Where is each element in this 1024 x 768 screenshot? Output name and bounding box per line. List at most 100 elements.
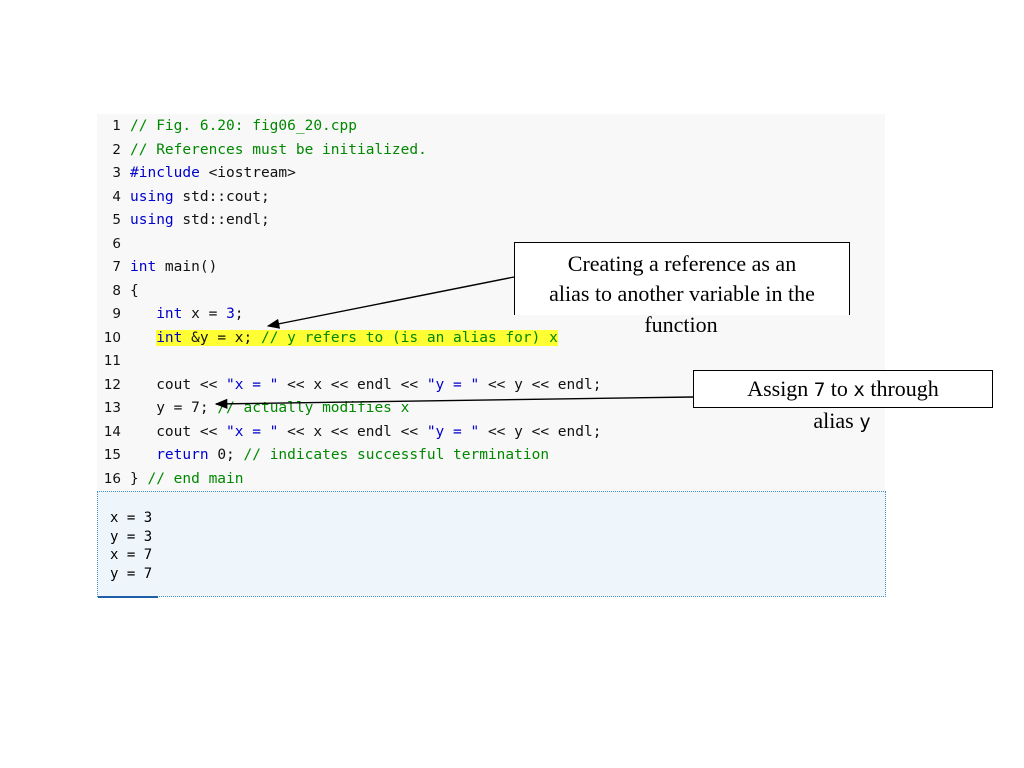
- code-token: {: [130, 282, 139, 299]
- line-number: 13: [103, 400, 121, 416]
- code-text: int &y = x; // y refers to (is an alias …: [130, 327, 558, 351]
- code-line: 8{: [97, 280, 885, 304]
- code-token: // References must be initialized.: [130, 141, 427, 158]
- line-number: 15: [103, 447, 121, 463]
- code-token: std::cout;: [173, 188, 270, 205]
- code-text: using std::endl;: [130, 209, 270, 233]
- output-line: y = 3: [110, 528, 153, 545]
- code-token: // indicates successful termination: [243, 447, 550, 463]
- line-number: 6: [112, 235, 121, 252]
- line-number: 9: [112, 306, 121, 322]
- assign-alias: y: [859, 411, 871, 433]
- code-token: cout <<: [130, 423, 227, 440]
- line-number: 14: [103, 423, 121, 440]
- code-line: 3 #include <iostream>: [97, 162, 885, 186]
- line-number: 8: [112, 282, 121, 299]
- line-number: 5: [112, 212, 121, 228]
- code-text: // Fig. 6.20: fig06_20.cpp: [130, 115, 357, 139]
- code-token: 3: [226, 306, 235, 322]
- code-token: "y = ": [426, 423, 480, 440]
- code-token: << x << endl <<: [278, 423, 427, 440]
- code-line: 11: [97, 350, 885, 374]
- code-line: 6: [97, 233, 885, 257]
- code-text: cout << "x = " << x << endl << "y = " <<…: [130, 374, 601, 398]
- code-token: }: [130, 470, 148, 487]
- code-token: [130, 447, 156, 463]
- assign-text: Assign: [747, 376, 814, 401]
- reference-callout-line: alias to another variable in the: [549, 281, 815, 306]
- code-text: using std::cout;: [130, 186, 270, 210]
- code-token: ;: [234, 306, 244, 322]
- code-token: main(): [156, 259, 218, 275]
- code-line: 4 using std::cout;: [97, 186, 885, 210]
- assign-text: to: [825, 376, 854, 401]
- code-token: << y << endl;: [479, 423, 602, 440]
- code-token: 0;: [208, 447, 244, 463]
- reference-callout: Creating a reference as an alias to anot…: [514, 242, 850, 315]
- code-token: [130, 306, 156, 322]
- code-line: 9 int x = 3;: [97, 303, 885, 327]
- assign-callout: Assign 7 to x through: [693, 370, 993, 408]
- code-token: using: [130, 212, 174, 228]
- code-token: int: [156, 329, 183, 346]
- program-output: x = 3 y = 3 x = 7 y = 7: [97, 491, 886, 598]
- reference-callout-line-3: function: [644, 312, 718, 337]
- code-token: // end main: [147, 470, 244, 487]
- code-token: &y = x;: [182, 329, 261, 346]
- line-number: 11: [103, 353, 121, 369]
- line-number: 7: [112, 259, 121, 275]
- code-token: << x << endl <<: [278, 376, 427, 393]
- code-token: x =: [182, 306, 227, 322]
- output-line: x = 7: [110, 547, 153, 563]
- output-underline: [98, 596, 158, 598]
- code-token: "x = ": [226, 423, 279, 440]
- assign-text: through: [864, 376, 939, 401]
- code-line: 10 int &y = x; // y refers to (is an ali…: [97, 327, 885, 351]
- code-token: [130, 330, 156, 346]
- code-token: // y refers to (is an alias for) x: [260, 329, 558, 346]
- output-line: y = 7: [110, 565, 153, 582]
- code-token: std::endl;: [173, 212, 270, 228]
- line-number: 4: [112, 188, 121, 205]
- code-token: y = 7;: [130, 400, 218, 416]
- code-token: // actually modifies x: [217, 400, 410, 416]
- code-token: int: [156, 306, 183, 322]
- assign-text: alias: [813, 408, 860, 433]
- assign-value: 7: [813, 379, 826, 401]
- code-text: {: [130, 280, 139, 304]
- code-text: #include <iostream>: [130, 162, 296, 186]
- code-token: <iostream>: [199, 165, 296, 181]
- line-number: 12: [103, 376, 121, 393]
- code-line: 7 int main(): [97, 256, 885, 280]
- assign-target: x: [853, 379, 865, 401]
- code-token: return: [156, 447, 209, 463]
- code-line: 12 cout << "x = " << x << endl << "y = "…: [97, 374, 885, 398]
- code-token: // Fig. 6.20: fig06_20.cpp: [130, 118, 357, 134]
- code-text: // References must be initialized.: [130, 139, 427, 163]
- code-token: "x = ": [226, 376, 279, 393]
- line-number: 16: [103, 470, 121, 487]
- code-text: int x = 3;: [130, 303, 244, 327]
- line-number: 1: [112, 118, 121, 134]
- code-line: 15 return 0; // indicates successful ter…: [97, 444, 885, 468]
- code-line: 2 // References must be initialized.: [97, 139, 885, 163]
- code-token: cout <<: [130, 376, 227, 393]
- code-line: 16} // end main: [97, 468, 885, 492]
- code-token: int: [130, 259, 157, 275]
- code-line: 14 cout << "x = " << x << endl << "y = "…: [97, 421, 885, 445]
- code-text: y = 7; // actually modifies x: [130, 397, 409, 421]
- reference-callout-line: Creating a reference as an: [567, 251, 797, 276]
- code-text: return 0; // indicates successful termin…: [130, 444, 549, 468]
- code-text: int main(): [130, 256, 217, 280]
- output-line: x = 3: [110, 510, 153, 526]
- line-number: 2: [112, 141, 121, 158]
- code-line: 5 using std::endl;: [97, 209, 885, 233]
- code-line: 1 // Fig. 6.20: fig06_20.cpp: [97, 115, 885, 139]
- code-token: using: [130, 188, 174, 205]
- line-number: 10: [103, 329, 121, 346]
- code-token: #include: [130, 165, 200, 181]
- code-token: "y = ": [426, 376, 480, 393]
- code-text: cout << "x = " << x << endl << "y = " <<…: [130, 421, 601, 445]
- code-token: << y << endl;: [479, 376, 602, 393]
- line-number: 3: [112, 165, 121, 181]
